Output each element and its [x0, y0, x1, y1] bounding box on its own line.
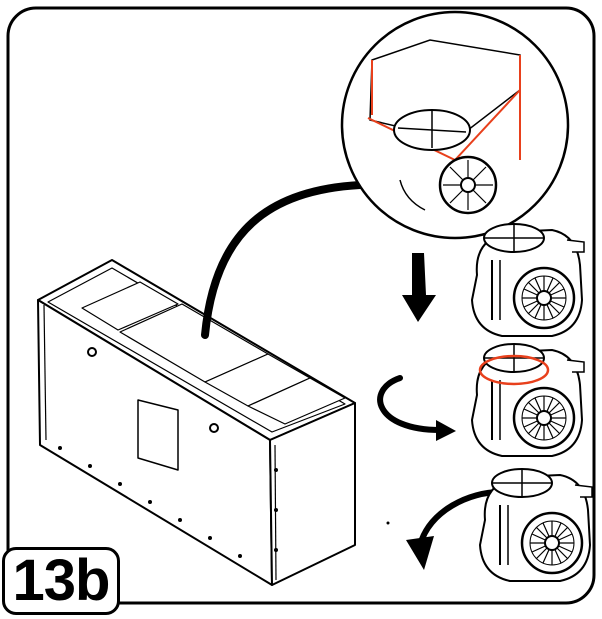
blower-unit-3 [478, 467, 594, 583]
blower-unit-2 [470, 342, 586, 458]
detail-magnifier [340, 10, 570, 240]
dot-mark [386, 521, 390, 525]
callout-connector [201, 181, 364, 339]
insert-down-arrow-icon [402, 253, 436, 322]
hood-body [37, 259, 356, 586]
step-number-label: 13b [12, 548, 111, 613]
hood-rivets [58, 446, 278, 558]
rotate-arrow-icon [377, 375, 456, 441]
blower-unit-1 [470, 222, 586, 338]
step-number-badge: 13b [2, 547, 120, 615]
